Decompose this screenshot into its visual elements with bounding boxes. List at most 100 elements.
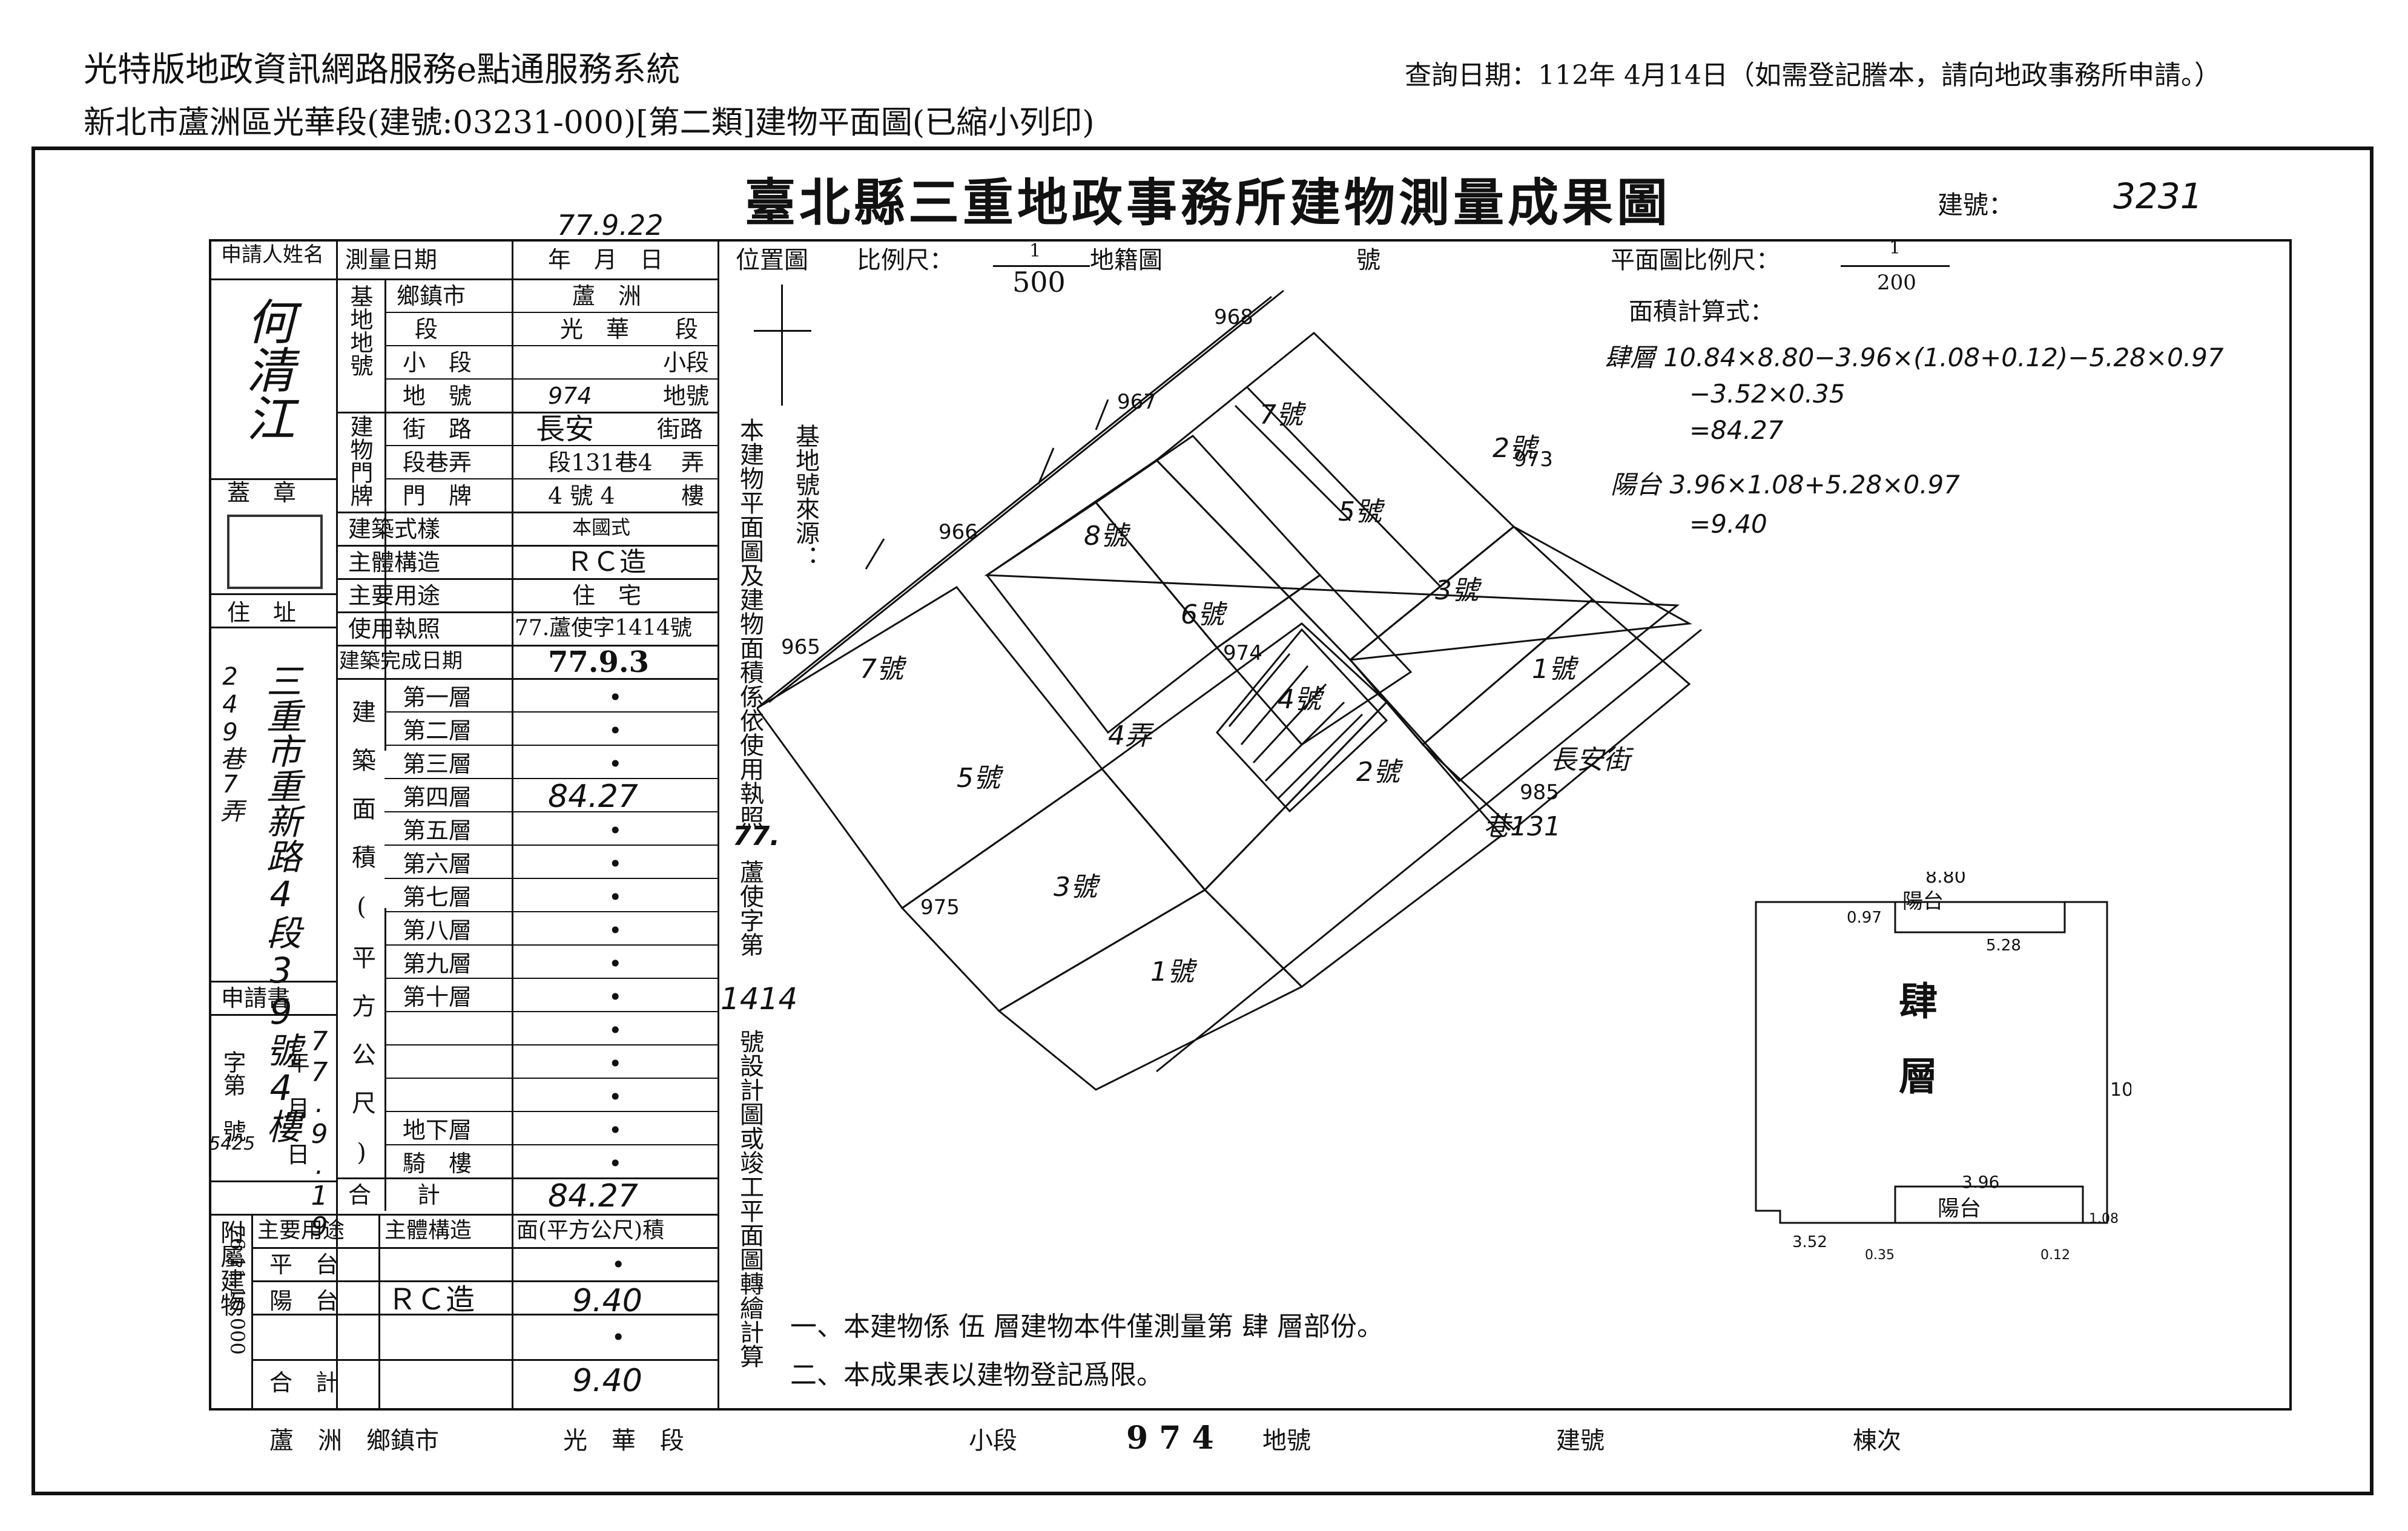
door-row-label: 門 牌 — [403, 482, 472, 509]
unit-label: 6號 — [1181, 599, 1228, 630]
unit-label: 2號 — [1493, 433, 1540, 464]
floor-value: • — [609, 684, 622, 711]
info-label: 主體構造 — [348, 549, 441, 576]
floor-value: • — [609, 751, 622, 777]
area-label: 建築面積(平方公尺) — [348, 699, 375, 1191]
floor-value: • — [609, 950, 622, 977]
door-row-value: 段131巷4 — [548, 449, 653, 476]
footer-subsection: 小段 — [969, 1427, 1017, 1455]
parcel-label: 966 — [938, 520, 978, 544]
floor-value: • — [609, 1117, 622, 1144]
formula-line: =84.27 — [1689, 415, 1784, 445]
floor-value: • — [609, 1150, 622, 1177]
total-value: 84.27 — [548, 1178, 638, 1214]
survey-date-ymd: 年 月 日 — [548, 246, 664, 273]
plan-scale-den: 200 — [1877, 271, 1916, 295]
applicant-name: 何清江 — [239, 297, 295, 442]
info-label: 使用執照 — [348, 616, 441, 642]
annex-struct: ＲＣ造 — [388, 1283, 475, 1317]
application-date: 年 月 日 — [283, 1050, 309, 1165]
survey-date-label: 測量日期 — [345, 246, 438, 273]
north-arrow-icon — [781, 285, 783, 406]
unit-label: 3號 — [1435, 575, 1482, 606]
door-row-suffix: 街路 — [657, 416, 704, 443]
license-hand: 77. — [733, 821, 780, 852]
unit-label: 1號 — [1532, 654, 1579, 685]
left-table: 申請人姓名 何清江 蓋 章 住 址 三重市重新路4段39號4樓 249巷7弄 申… — [209, 239, 721, 1411]
unit-label: 3號 — [1054, 872, 1101, 903]
seal-stamp — [227, 515, 323, 589]
info-value: 77.蘆使字1414號 — [515, 616, 692, 640]
main-sheet — [209, 239, 2292, 1411]
door-row-suffix: 樓 — [681, 482, 705, 509]
base-row-label: 地 號 — [403, 383, 472, 409]
annex-use: 陽 台 — [269, 1288, 339, 1314]
base-row-suffix: 段 — [675, 316, 699, 343]
footer-section: 光 華 段 — [563, 1427, 684, 1455]
location-scale-den: 500 — [1012, 266, 1066, 298]
unit-label: 5號 — [1338, 496, 1385, 527]
base-row-label: 段 — [415, 316, 438, 343]
formula-label: 面積計算式： — [1629, 298, 1774, 326]
unit-label: 1號 — [1150, 956, 1198, 987]
location-map-label: 位置圖 — [736, 246, 808, 274]
annex-use: 合 計 — [269, 1369, 339, 1396]
unit-label: 5號 — [957, 763, 1004, 794]
room-label: 肆層 — [1892, 981, 1938, 1131]
seal-label: 蓋 章 — [227, 479, 297, 506]
info-label: 主要用途 — [348, 582, 441, 609]
floor-label: 第九層 — [403, 950, 472, 977]
door-row-label: 街 路 — [403, 416, 472, 443]
location-scale-label: 比例尺： — [857, 246, 954, 274]
door-row-label: 段巷弄 — [403, 449, 472, 476]
info-value: ＲＣ造 — [566, 547, 646, 578]
dim-sub-top: 5.28 — [1986, 937, 2021, 955]
system-title: 光特版地政資訊網路服務e點通服務系統 — [84, 50, 681, 90]
alley-label: 巷131 — [1483, 811, 1561, 842]
info-value: 住 宅 — [572, 582, 642, 609]
floor-value: • — [609, 984, 622, 1010]
floor-value: • — [609, 1017, 622, 1044]
annex-label: 附屬建物 — [216, 1220, 244, 1317]
license-text2: 蘆使字第 — [736, 860, 764, 956]
base-row-label: 鄉鎮市 — [397, 283, 466, 309]
dim-b2: 1.08 — [2089, 1211, 2119, 1226]
note-line-2: 二、本成果表以建物登記爲限。 — [790, 1360, 1163, 1391]
application-ref: 字第 號 — [219, 1050, 246, 1142]
license-text3: 號設計圖或竣工平面圖轉繪計算 — [736, 1029, 764, 1368]
parcel-label: 965 — [781, 635, 820, 659]
location-scale-num: 1 — [1029, 240, 1041, 262]
annex-area: • — [612, 1251, 625, 1278]
floor-label: 第三層 — [403, 751, 472, 777]
door-row-value: 4 號 4 — [548, 482, 615, 509]
floor-label: 第十層 — [403, 984, 472, 1010]
application-label: 申請書 — [221, 985, 291, 1012]
parcel-label: 973 — [1514, 447, 1553, 472]
unit-label: 8號 — [1084, 521, 1131, 551]
dim-right: 10.84 — [2110, 1079, 2131, 1101]
footer-town: 蘆 洲 鄉鎮市 — [269, 1427, 439, 1455]
floor-label: 第二層 — [403, 717, 472, 744]
dim-b1: 0.35 — [1865, 1248, 1895, 1263]
info-value: 77.9.3 — [548, 645, 650, 679]
base-row-value: 蘆 洲 — [572, 283, 642, 309]
parcel-label: 974 — [1223, 641, 1262, 665]
formula-line: −3.52×0.35 — [1689, 379, 1846, 409]
floor-label: 騎 樓 — [403, 1150, 472, 1177]
info-value: 本國式 — [572, 516, 631, 539]
unit-label: 7號 — [860, 654, 907, 685]
floor-label: 第七層 — [403, 884, 472, 910]
floor-value: • — [609, 884, 622, 910]
dim-bottom: 3.96 — [1962, 1172, 1999, 1192]
door-label: 建物門牌 — [346, 415, 373, 507]
floor-label: 第八層 — [403, 917, 472, 944]
road-label: 長安街 — [1550, 745, 1634, 775]
footer-unit-label: 棟次 — [1853, 1427, 1901, 1455]
parcel-label: 968 — [1214, 305, 1253, 329]
annex-area: 9.40 — [572, 1363, 642, 1399]
application-num: 5425 — [209, 1133, 256, 1154]
total-label: 合 計 — [348, 1182, 441, 1208]
annex-header-struct: 主體構造 — [384, 1218, 472, 1243]
survey-date-hand: 77.9.22 — [557, 209, 664, 242]
dim-bottom-left: 3.52 — [1792, 1233, 1827, 1251]
